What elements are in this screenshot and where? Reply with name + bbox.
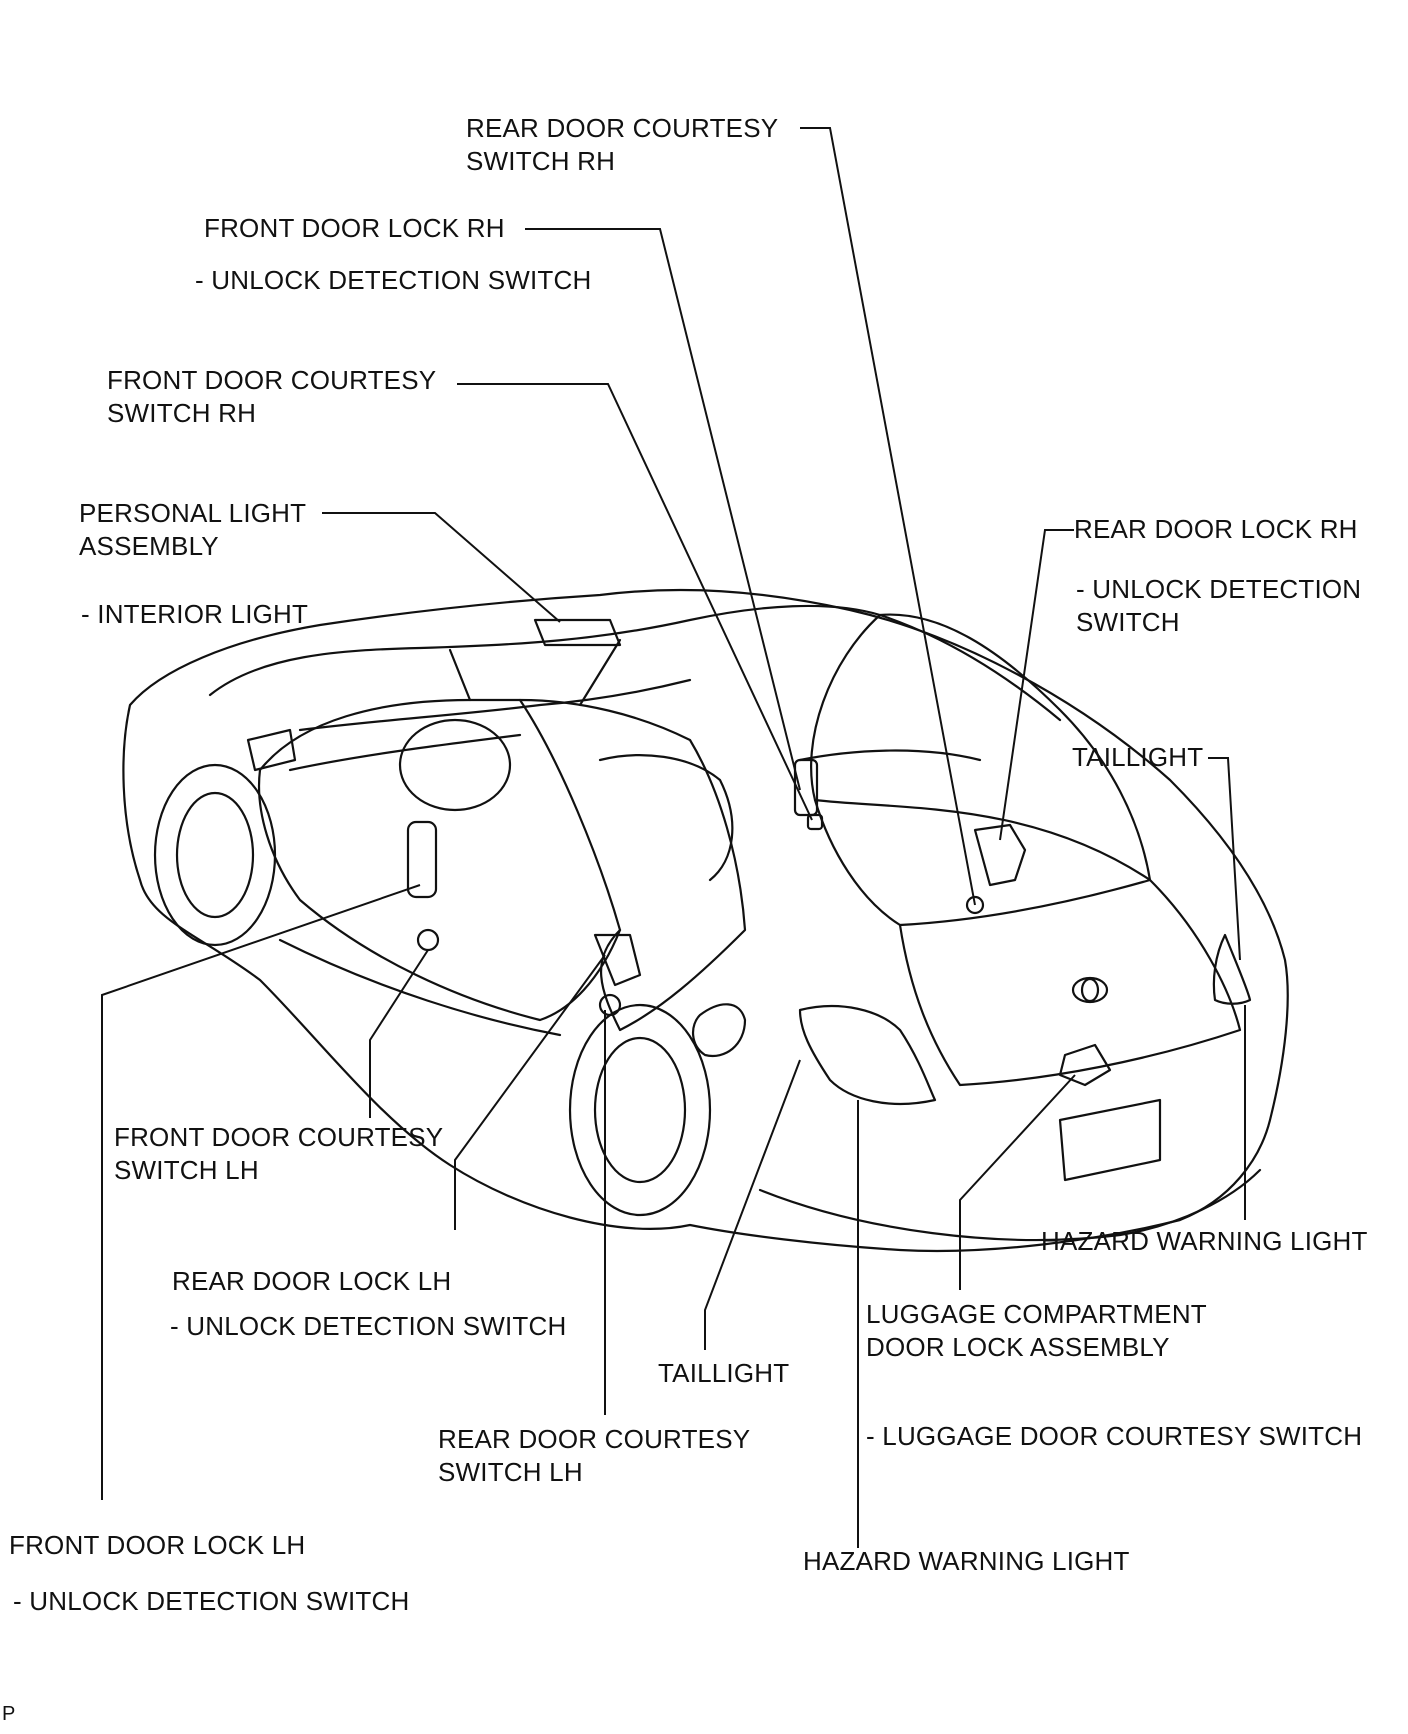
label-front-door-lock-lh-sub: - UNLOCK DETECTION SWITCH [13, 1586, 410, 1616]
label-rear-door-lock-lh: REAR DOOR LOCK LH [172, 1266, 452, 1296]
b-pillar [578, 638, 622, 707]
label-rear-door-lock-lh-sub: - UNLOCK DETECTION SWITCH [170, 1311, 567, 1341]
label-rear-door-courtesy-switch-rh: REAR DOOR COURTESY SWITCH RH [466, 113, 779, 176]
label-luggage-compartment-door-lock: LUGGAGE COMPARTMENT DOOR LOCK ASSEMBLY [866, 1299, 1207, 1362]
leader-rear-door-lock-lh [454, 954, 606, 1230]
rocker-panel [278, 938, 562, 1037]
label-front-door-courtesy-switch-lh: FRONT DOOR COURTESY SWITCH LH [114, 1122, 444, 1185]
steering-wheel [398, 718, 512, 812]
dashboard [298, 678, 692, 732]
rear-courtesy-switch-lh-part [598, 993, 622, 1017]
leader-front-door-courtesy-rh [457, 383, 813, 821]
fuel-door [692, 1003, 747, 1058]
taillight-right [1212, 933, 1252, 1005]
leader-rear-door-courtesy-rh [800, 127, 976, 906]
front-courtesy-switch-lh-part [416, 928, 440, 952]
corner-mark: P [2, 1703, 16, 1725]
courtesy-switch-rh-part [806, 813, 824, 831]
label-front-door-courtesy-switch-rh: FRONT DOOR COURTESY SWITCH RH [107, 365, 437, 428]
roof-outline [208, 604, 1062, 722]
label-front-door-lock-lh: FRONT DOOR LOCK LH [9, 1530, 306, 1560]
personal-light-part [533, 618, 622, 647]
rear-wheel [568, 1003, 712, 1217]
trunk-lid [813, 798, 1242, 1087]
leader-personal-light [322, 512, 561, 623]
leader-taillight-center [704, 1059, 801, 1350]
label-hazard-warning-light-center: HAZARD WARNING LIGHT [803, 1546, 1130, 1576]
a-pillar [448, 648, 472, 702]
leader-taillight-right [1208, 757, 1241, 961]
rear-courtesy-switch-rh-part [965, 895, 985, 915]
label-personal-light-sub: - INTERIOR LIGHT [81, 599, 309, 629]
front-door-lock-lh-part [406, 820, 438, 899]
leader-luggage [959, 1074, 1076, 1290]
car-body-outline [122, 588, 1289, 1253]
label-taillight-right: TAILLIGHT [1072, 742, 1204, 772]
label-hazard-warning-light-right: HAZARD WARNING LIGHT [1041, 1226, 1368, 1256]
leader-front-door-lock-rh [525, 228, 801, 791]
leader-lines [101, 127, 1246, 1548]
rear-window [810, 613, 1152, 927]
license-plate [1058, 1098, 1162, 1182]
front-door [258, 698, 622, 1022]
side-mirror [246, 728, 297, 772]
seat-back [598, 754, 734, 882]
emblem [1071, 976, 1109, 1004]
label-front-door-lock-rh: FRONT DOOR LOCK RH [204, 213, 505, 243]
label-taillight-center: TAILLIGHT [658, 1358, 790, 1388]
rear-seat [798, 749, 982, 762]
taillight-left [798, 1004, 937, 1106]
label-rear-door-lock-rh-sub: - UNLOCK DETECTION SWITCH [1076, 574, 1362, 637]
label-rear-door-lock-rh: REAR DOOR LOCK RH [1074, 514, 1358, 544]
leader-front-door-lock-lh [101, 884, 421, 1500]
rear-bumper [758, 1168, 1262, 1242]
leader-front-door-courtesy-lh [369, 949, 429, 1118]
label-rear-door-courtesy-switch-lh: REAR DOOR COURTESY SWITCH LH [438, 1424, 751, 1487]
rear-door-lock-lh-part [593, 933, 642, 987]
rear-door-lock-rh-part [973, 823, 1027, 887]
label-front-door-lock-rh-sub: - UNLOCK DETECTION SWITCH [195, 265, 592, 295]
front-door-lock-rh-part [793, 758, 819, 817]
dashboard-lower [288, 733, 522, 772]
leader-rear-door-lock-rh [999, 529, 1074, 841]
luggage-lock-part [1058, 1043, 1112, 1087]
front-wheel [153, 763, 277, 947]
label-personal-light-assembly: PERSONAL LIGHT ASSEMBLY [79, 498, 307, 561]
label-luggage-door-courtesy-switch: - LUGGAGE DOOR COURTESY SWITCH [866, 1421, 1363, 1451]
rear-door [518, 698, 747, 1032]
